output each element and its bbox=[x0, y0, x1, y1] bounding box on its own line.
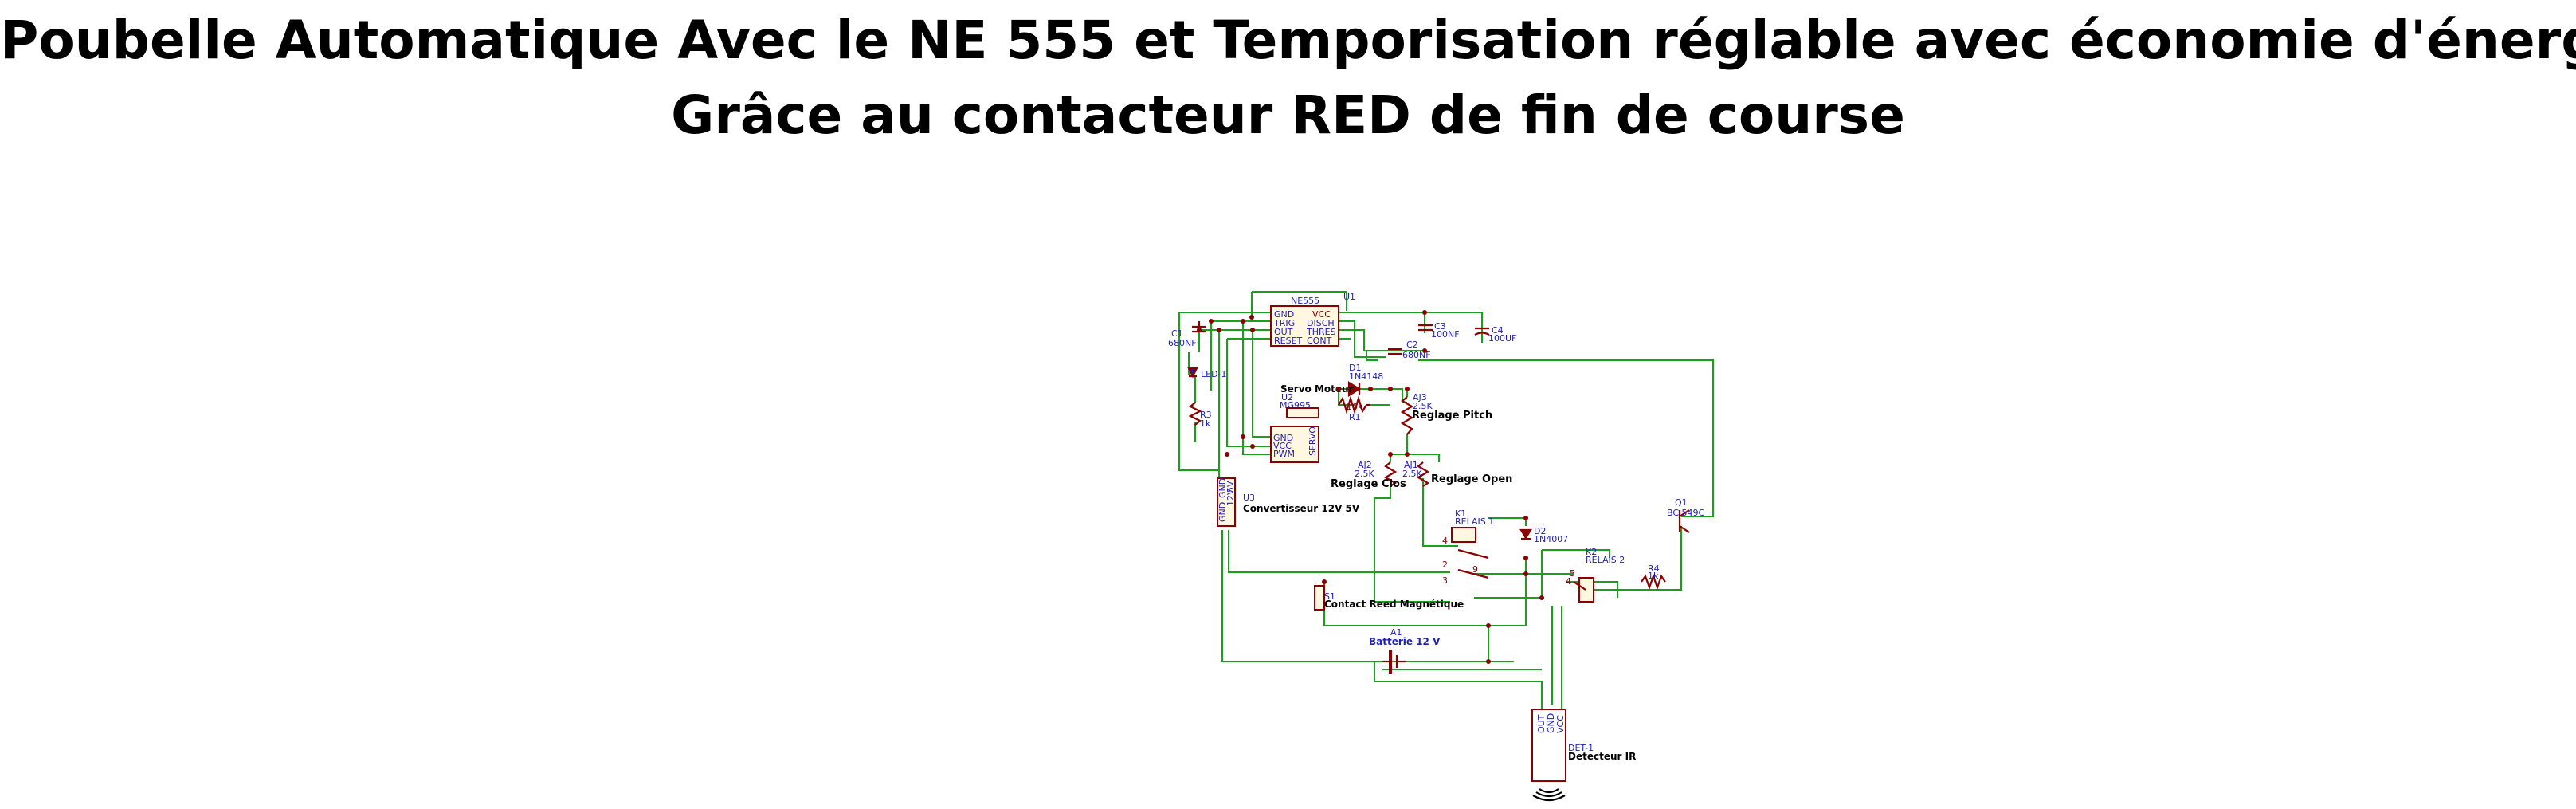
c1-value: 680NF bbox=[1168, 338, 1197, 348]
d2-ref: D2 bbox=[1534, 526, 1546, 536]
diode-d1: D1 1N4148 bbox=[1347, 363, 1383, 397]
q1-value: BC 549C bbox=[1667, 508, 1705, 518]
diagram-subtitle: Grâce au contacteur RED de fin de course bbox=[671, 84, 1905, 146]
aj3-label: Reglage Pitch bbox=[1412, 410, 1492, 422]
u1-value: NE555 bbox=[1291, 296, 1319, 306]
k2-pin-4: 4 bbox=[1566, 576, 1571, 587]
k1-ref: K1 bbox=[1455, 509, 1466, 519]
u2-body-text: SERVO bbox=[1308, 426, 1318, 456]
u3-label: Convertisseur 12V 5V bbox=[1243, 503, 1360, 514]
led-ref: LED-1 bbox=[1201, 369, 1227, 379]
c4-value: 100UF bbox=[1488, 333, 1516, 344]
det-ref: DET-1 bbox=[1568, 743, 1594, 753]
aj3-value: 2.5K bbox=[1413, 401, 1433, 411]
diagram-title: Poubelle Automatique Avec le NE 555 et T… bbox=[0, 10, 2576, 71]
capacitor-c3: C3 100NF bbox=[1418, 321, 1460, 340]
q1-ref: Q1 bbox=[1675, 497, 1688, 508]
u3-pin-12v: 12V bbox=[1225, 489, 1236, 506]
resistor-r3: R3 1k bbox=[1188, 402, 1212, 429]
resistor-r1: 10k R1 bbox=[1338, 395, 1370, 422]
u2-label: Servo Moteur bbox=[1280, 383, 1354, 395]
aj1-label: Reglage Open bbox=[1431, 473, 1512, 485]
servo-motor-u2: Servo Moteur U2 MG995 GND VCC PWM SERVO bbox=[1270, 383, 1354, 463]
k2-ref: K2 bbox=[1586, 547, 1597, 557]
k1-value: RELAIS 1 bbox=[1455, 516, 1494, 527]
u1-pin-thres: THRES bbox=[1306, 327, 1336, 337]
r4-value: 1k bbox=[1648, 571, 1659, 581]
u3-pin-5v: 5V bbox=[1225, 481, 1236, 493]
wires bbox=[1178, 291, 1714, 709]
k1-pin-3: 3 bbox=[1442, 575, 1448, 586]
u1-pin-vcc: VCC bbox=[1312, 309, 1331, 320]
r1-value: 10k bbox=[1347, 402, 1363, 412]
d2-value: 1N4007 bbox=[1534, 534, 1568, 544]
junctions bbox=[1197, 310, 1544, 664]
u3-pin-gnd-a: GND bbox=[1217, 502, 1228, 522]
battery-ref: A1 bbox=[1390, 627, 1402, 638]
r3-value: 1k bbox=[1200, 418, 1211, 429]
aj3-ref: AJ3 bbox=[1413, 392, 1427, 403]
u2-pin-gnd: GND bbox=[1273, 433, 1293, 443]
aj2-value: 2.5K bbox=[1355, 469, 1374, 479]
u1-pin-cont: CONT bbox=[1307, 336, 1332, 346]
u3-pin-gnd-b: GND bbox=[1217, 478, 1228, 498]
u1-ref: U1 bbox=[1343, 292, 1355, 302]
det-pin-vcc: VCC bbox=[1555, 715, 1566, 733]
ne555-timer-u1: U1 NE555 GND TRIG OUT RESET VCC DISCH TH… bbox=[1270, 292, 1355, 347]
u2-pin-vcc: VCC bbox=[1273, 441, 1292, 451]
u2-pin-pwm: PWM bbox=[1273, 449, 1295, 459]
aj2-label: Reglage Clos bbox=[1331, 478, 1406, 490]
u1-pin-disch: DISCH bbox=[1307, 318, 1335, 328]
potentiometer-aj2: AJ2 2.5K Reglage Clos bbox=[1331, 460, 1406, 490]
k2-pin-5: 5 bbox=[1570, 568, 1575, 579]
det-pin-gnd: GND bbox=[1546, 713, 1556, 733]
aj2-ref: AJ2 bbox=[1358, 460, 1372, 470]
c1-ref: C1 bbox=[1171, 328, 1183, 339]
aj1-value: 2.5K bbox=[1402, 469, 1422, 479]
r1-ref: R1 bbox=[1349, 412, 1361, 422]
det-pin-out: OUT bbox=[1536, 714, 1547, 733]
c3-ref: C3 bbox=[1434, 321, 1446, 332]
capacitor-c1: C1 680NF bbox=[1168, 321, 1206, 348]
reed-ref: S1 bbox=[1324, 591, 1335, 602]
d1-ref: D1 bbox=[1349, 363, 1361, 373]
capacitor-c4: C4 100UF bbox=[1474, 325, 1516, 344]
relay-k2: K2 RELAIS 2 5 4 bbox=[1566, 547, 1625, 603]
k1-pin-4: 4 bbox=[1442, 536, 1448, 546]
d1-value: 1N4148 bbox=[1349, 371, 1383, 382]
k1-pin-9: 9 bbox=[1472, 564, 1478, 575]
u3-ref: U3 bbox=[1243, 493, 1255, 503]
u1-pin-reset: RESET bbox=[1274, 336, 1303, 346]
converter-u3: GND 5V 12V GND U3 Convertisseur 12V 5V bbox=[1217, 477, 1360, 527]
k1-pin-2: 2 bbox=[1442, 560, 1448, 570]
diode-d2: D2 1N4007 bbox=[1519, 526, 1568, 544]
aj1-ref: AJ1 bbox=[1404, 460, 1418, 470]
reed-switch: S1 Contact Reed Magnétique bbox=[1314, 585, 1464, 611]
potentiometer-aj3: AJ3 2.5K Reglage Pitch bbox=[1400, 392, 1492, 435]
potentiometer-aj1: AJ1 2.5K Reglage Open bbox=[1402, 460, 1512, 487]
ir-detector: OUT GND VCC DET-1 Detecteur IR bbox=[1531, 709, 1636, 802]
det-label: Detecteur IR bbox=[1568, 751, 1636, 762]
u2-value: MG995 bbox=[1280, 400, 1311, 410]
u1-pin-trig: TRIG bbox=[1273, 318, 1295, 328]
led-1: LED-1 bbox=[1187, 367, 1227, 379]
relay-k1: K1 RELAIS 1 4 2 3 9 bbox=[1442, 509, 1494, 586]
r4-ref: R4 bbox=[1648, 564, 1660, 574]
k2-value: RELAIS 2 bbox=[1586, 555, 1625, 565]
u2-ref: U2 bbox=[1281, 392, 1293, 403]
battery-label: Batterie 12 V bbox=[1369, 636, 1441, 647]
resistor-r4: R4 1k bbox=[1641, 564, 1666, 591]
c2-ref: C2 bbox=[1406, 340, 1418, 350]
battery-a1: A1 Batterie 12 V bbox=[1369, 627, 1441, 674]
u1-pin-out: OUT bbox=[1274, 327, 1293, 337]
transistor-q1: Q1 BC 549C bbox=[1667, 497, 1705, 533]
u1-pin-gnd: GND bbox=[1274, 309, 1294, 320]
c4-ref: C4 bbox=[1492, 325, 1504, 336]
reed-label: Contact Reed Magnétique bbox=[1324, 599, 1464, 610]
c3-value: 100NF bbox=[1431, 329, 1460, 340]
r3-ref: R3 bbox=[1200, 410, 1212, 420]
